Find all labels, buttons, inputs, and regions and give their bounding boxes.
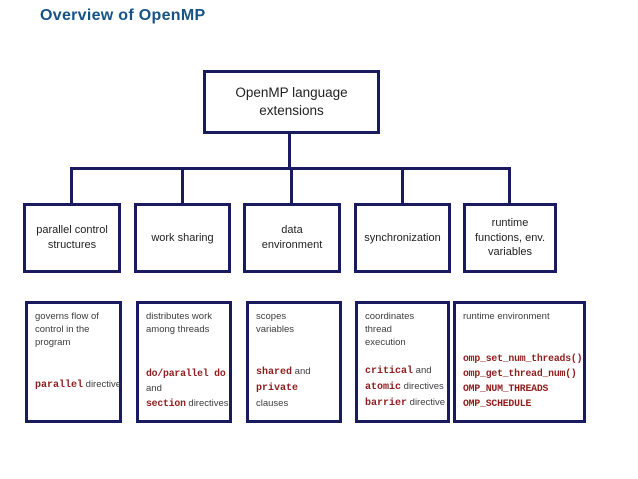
node-root-label: OpenMP language extensions — [235, 85, 348, 118]
code-line: parallel directive — [35, 377, 121, 393]
node-work-sharing: work sharing — [134, 203, 231, 273]
connector-drop-parallel-control — [70, 167, 73, 203]
detail-code-block: parallel directive — [35, 377, 121, 393]
code-keyword: critical — [365, 366, 414, 377]
code-function: omp_get_thread_num() — [463, 368, 577, 379]
code-line: private — [256, 380, 335, 396]
code-plain-text: directives — [185, 398, 229, 409]
code-line: omp_set_num_threads() — [463, 351, 583, 366]
code-line: clauses — [256, 396, 335, 411]
detail-description: coordinates thread execution — [365, 311, 415, 348]
code-line: atomic directives — [365, 379, 444, 395]
code-keyword: atomic — [365, 382, 402, 393]
detail-code-block: critical and atomic directives barrier d… — [365, 363, 446, 411]
code-line: barrier directive — [365, 395, 446, 411]
connector-drop-runtime-functions — [508, 167, 511, 203]
code-line: OMP_NUM_THREADS — [463, 381, 579, 396]
node-label: parallel control structures — [36, 224, 108, 251]
code-plain-text: directive — [407, 397, 446, 408]
code-line: critical and — [365, 363, 443, 379]
code-keyword: private — [256, 383, 299, 394]
detail-data-environment: scopes variables shared and private clau… — [246, 301, 342, 423]
code-keyword: parallel — [35, 380, 84, 391]
code-line: omp_get_thread_num() — [463, 366, 579, 381]
detail-description: distributes work among threads — [146, 311, 212, 335]
code-env-variable: OMP_NUM_THREADS — [463, 383, 549, 394]
code-keyword: do/parallel do — [146, 368, 226, 379]
node-data-environment: data environment — [243, 203, 341, 273]
node-label: data environment — [261, 224, 323, 251]
node-runtime-functions: runtime functions, env. variables — [463, 203, 557, 273]
detail-parallel-control-structures: governs flow of control in the program p… — [25, 301, 122, 423]
code-plain-text: directive — [83, 379, 122, 390]
code-function: omp_set_num_threads() — [463, 353, 583, 364]
code-keyword: barrier — [365, 398, 408, 409]
code-plain-text: and — [413, 365, 432, 376]
connector-drop-work-sharing — [181, 167, 184, 203]
node-synchronization: synchronization — [354, 203, 451, 273]
code-env-variable: OMP_SCHEDULE — [463, 398, 532, 409]
code-keyword: shared — [256, 367, 293, 378]
code-line: shared and — [256, 364, 335, 380]
detail-description: runtime environment — [463, 311, 550, 322]
detail-code-block: shared and private clauses — [256, 364, 335, 411]
connector-root-stub — [288, 134, 291, 167]
code-line: OMP_SCHEDULE — [463, 396, 579, 411]
detail-code-block: do/parallel do and section directives — [146, 366, 229, 411]
detail-description: scopes variables — [256, 311, 295, 335]
code-keyword: section — [146, 398, 186, 409]
node-root: OpenMP language extensions — [203, 70, 380, 134]
code-plain-text: and — [292, 366, 311, 377]
node-parallel-control-structures: parallel control structures — [23, 203, 121, 273]
detail-code-block: omp_set_num_threads() omp_get_thread_num… — [463, 351, 583, 411]
code-plain-text: directives — [401, 381, 444, 392]
detail-runtime-functions: runtime environment omp_set_num_threads(… — [453, 301, 586, 423]
code-plain-text: clauses — [256, 398, 289, 409]
node-label: synchronization — [364, 231, 441, 244]
connector-drop-synchronization — [401, 167, 404, 203]
slide-title: Overview of OpenMP — [40, 7, 206, 24]
code-line: do/parallel do — [146, 366, 226, 381]
node-label: runtime functions, env. variables — [474, 216, 546, 259]
detail-synchronization: coordinates thread execution critical an… — [355, 301, 450, 423]
connector-drop-data-environment — [290, 167, 293, 203]
code-line: and — [146, 381, 225, 396]
detail-description: governs flow of control in the program — [35, 311, 99, 348]
code-line: section directives — [146, 396, 229, 411]
code-plain-text: and — [146, 383, 162, 394]
detail-work-sharing: distributes work among threads do/parall… — [136, 301, 232, 423]
node-label: work sharing — [151, 231, 214, 244]
